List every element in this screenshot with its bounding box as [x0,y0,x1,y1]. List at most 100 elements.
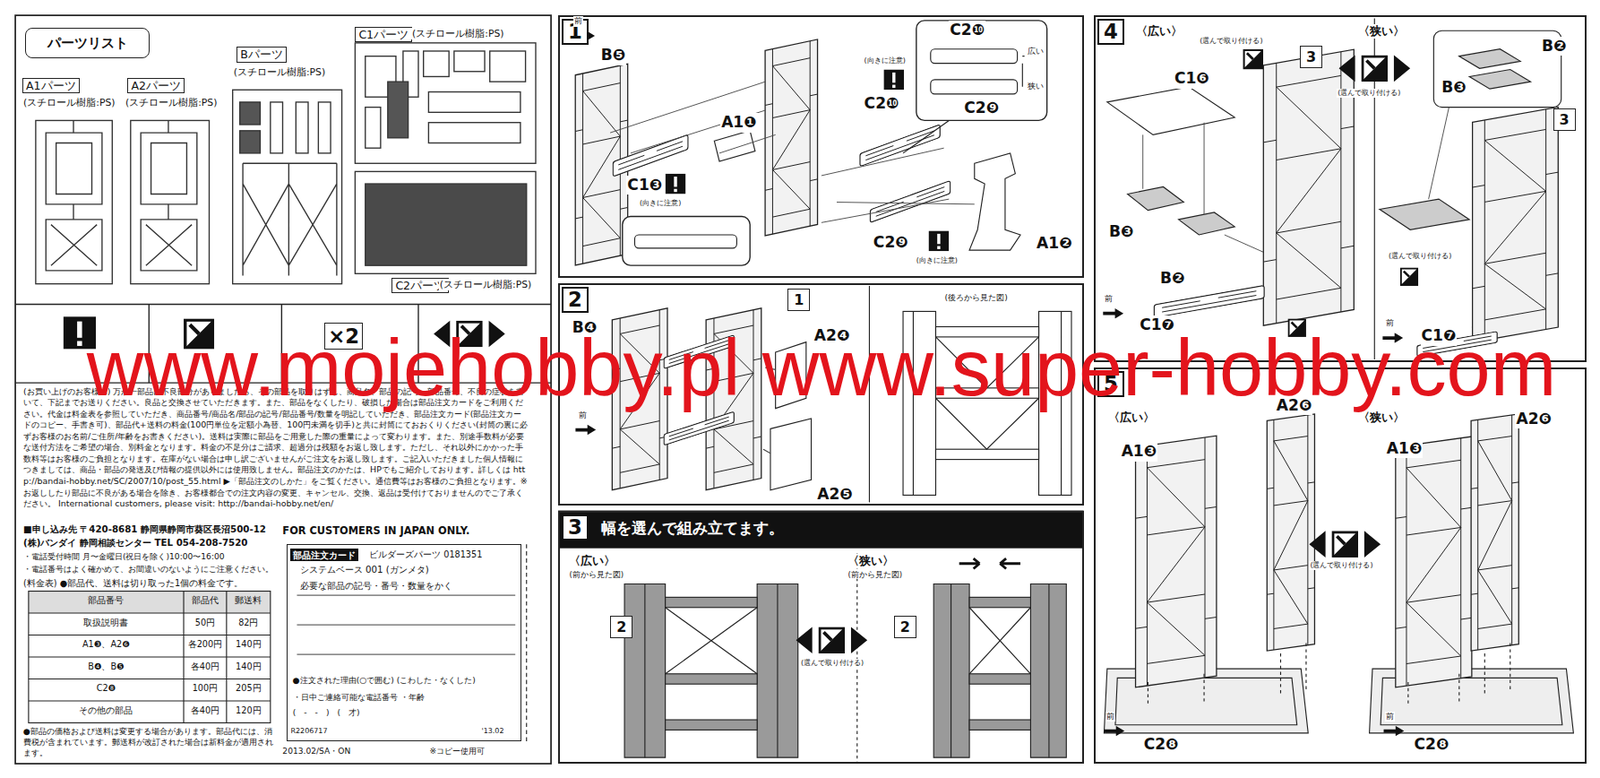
note-text: 前 [1103,293,1114,304]
note-text: (向きに注意) [915,256,959,266]
note-text: ・電話番号はよく確かめて、お間違いのないようにご注意ください。 [22,564,275,575]
order-card-text: 部品注文カード [290,548,359,561]
note-text: 前 [577,410,588,421]
note-text: (料金表) ●部品代、送料は切り取った1個の料金です。 [22,577,244,589]
table-cell: 140円 [226,661,271,672]
step-panel: 433 [1093,15,1587,362]
note-text: (選んで取り付ける) [1308,560,1374,570]
order-card-text: ・日中ご連絡可能な電話番号 ・年齢 [292,692,425,703]
part-callout: C1❸ [626,175,663,195]
table-cell: B❹、B❺ [28,661,184,672]
table-cell: 各200円 [183,638,227,650]
order-card-text: 必要な部品の記号・番号・数量をかく [300,579,453,591]
table-cell: 82円 [226,617,271,628]
table-cell: 50円 [183,617,227,628]
part-callout: A1❶ [720,112,758,132]
note-text: 前 [1384,318,1395,328]
part-callout: C2❿ [948,20,986,40]
table-cell: その他の部品 [28,705,184,716]
step-ref-box: 2 [894,615,917,638]
part-callout: C1❻ [1173,68,1211,88]
note-text: 〈狭い〉 [1357,410,1406,425]
note-text: (向きに注意) [863,56,907,66]
sprue-name: A1パーツ [22,77,80,95]
note-text: 〈狭い〉 [1357,24,1406,39]
note-text: 広い [1026,46,1045,57]
note-text: (前から見た図) [567,569,625,580]
order-card-text: R2206717 [290,726,327,736]
sprue-name: Bパーツ [236,46,287,63]
note-text: (前から見た図) [846,569,904,580]
part-callout: B❸ [1440,77,1467,97]
step-reference-number: 1 [793,291,804,309]
part-callout: C2❽ [1143,734,1180,754]
step-panel: 1 [558,15,1084,278]
step-reference-number: 2 [616,618,627,636]
table-cell: 各40円 [183,705,227,716]
note-text: (後ろから見た図) [944,292,1009,303]
note-text: (スチロール樹脂:PS) [124,96,218,110]
note-text: 〈広い〉 [567,553,617,568]
part-callout: B❺ [600,45,627,65]
step-reference-number: 3 [1559,111,1570,129]
part-callout: A1❸ [1120,441,1159,461]
section-heading: パーツリスト [47,34,129,52]
part-callout: A1❷ [1035,233,1074,253]
note-text: 〈広い〉 [1135,24,1184,39]
sprue-name: A2パーツ [127,77,185,95]
step-panel: 3 幅を選んで組み立てます。 2 2 [558,510,1084,764]
table-cell: C2❽ [28,682,184,694]
note-text: ※コピー使用可 [428,746,486,757]
note-text: (スチロール樹脂:PS) [22,96,116,110]
order-card-text: ●注文された理由(○で囲む) (こわした・なくした) [292,675,476,686]
table-cell: 郵送料 [226,594,271,606]
order-card: 部品注文カードビルダーズパーツ 0181351 システムベース 001 (ガンメタ… [286,543,522,741]
table-cell: 各40円 [183,661,227,672]
note-text: 2013.02/SA・ON [281,746,352,757]
table-cell: 取扱説明書 [28,617,184,628]
order-card-text: ビルダーズパーツ 0181351 [369,549,482,560]
note-text: (株)バンダイ 静岡相談センター TEL 054-208-7520 [22,536,249,549]
watermark: www.mojehobby.pl www.super-hobby.com [86,328,1557,408]
note-text: (向きに注意) [638,198,682,208]
part-callout: C2❿ [863,94,901,113]
order-card-text: システムベース 001 (ガンメタ) [300,563,430,575]
part-callout: B❷ [1540,36,1567,56]
note-text: (スチロール樹脂:PS) [232,66,327,79]
note-text: ・電話受付時間 月〜金曜日(祝日を除く)10:00〜16:00 [22,551,226,562]
part-callout: A1❸ [1385,438,1424,458]
note-text: (選んで取り付ける) [1198,36,1264,46]
part-callout: C2❾ [963,98,1000,118]
note-text: 前 [573,16,584,26]
table-cell: 100円 [183,682,227,694]
part-callout: B❸ [1108,222,1135,241]
step-number: 2 [561,286,589,313]
part-callout: A2❺ [816,484,854,504]
note-text: FOR CUSTOMERS IN JAPAN ONLY. [281,524,471,537]
notice-paragraph: ●部品の価格および送料は変更する場合があります。部品代には、消費税が含まれていま… [22,725,280,758]
part-callout: A2❻ [1514,409,1553,429]
part-callout: C2❽ [1413,734,1451,754]
table-cell: 140円 [226,638,271,650]
note-text: 狭い [1026,81,1045,92]
note-text: (スチロール樹脂:PS) [438,278,533,292]
sprue-name: C1パーツ [354,26,413,44]
step-number: 3 [561,514,589,541]
step-ref-box: 3 [1299,45,1323,69]
order-card-text: ( - - ) ( 才) [292,707,361,718]
note-text: (選んで取り付ける) [800,658,865,668]
step-banner-text: 幅を選んで組み立てます。 [601,518,784,537]
note-text: ■申し込み先 〒420-8681 静岡県静岡市葵区長沼500-12 [22,523,267,535]
note-text: 前 [1384,711,1395,722]
table-cell: 部品番号 [28,594,184,606]
note-text: (選んで取り付ける) [1336,88,1402,98]
order-card-text: '13.02 [481,726,504,736]
step-ref-box: 3 [1553,108,1576,131]
note-text: 〈広い〉 [1107,410,1156,425]
step-reference-number: 2 [900,618,911,636]
table-cell: 120円 [226,705,271,716]
step-reference-number: 3 [1306,48,1317,66]
part-callout: B❷ [1159,268,1186,288]
step-ref-box: 1 [787,288,810,311]
